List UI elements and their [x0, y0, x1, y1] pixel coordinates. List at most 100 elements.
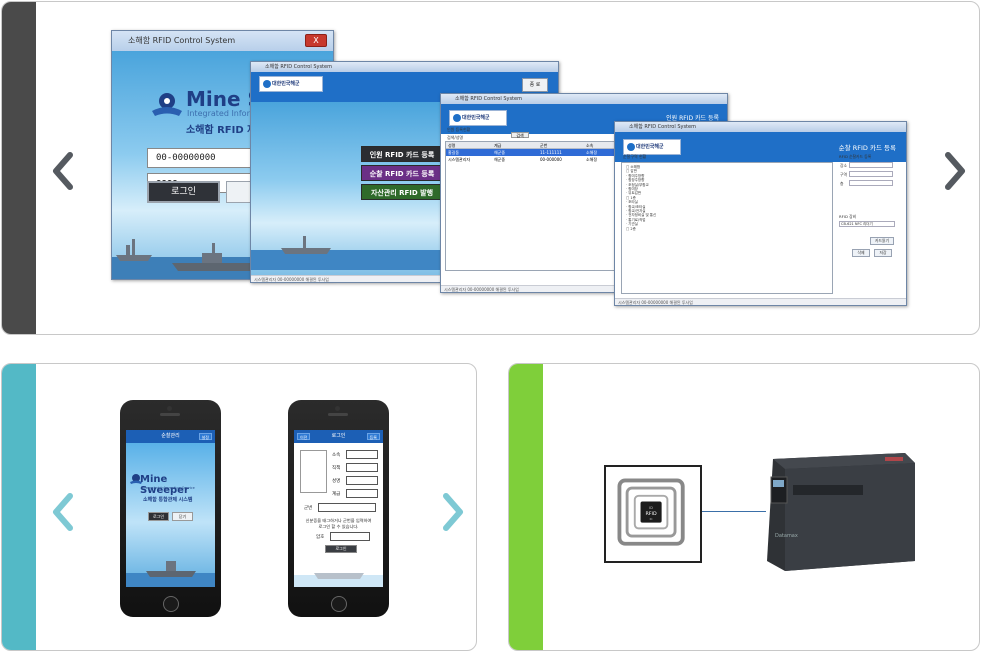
column-header[interactable]: 소속: [586, 143, 594, 148]
chip-top-text: ID: [649, 506, 653, 510]
printer-brand: Datamax: [775, 533, 798, 539]
table-cell: 소해정: [586, 150, 598, 155]
tree-node[interactable]: · 함교/조타실: [626, 204, 646, 209]
id-login-body: 소속 직책 성명 계급 군번 신분증을 태그하거나 군번을 입력하여 로그인 할…: [294, 443, 383, 587]
card-form: RFID 순찰카드 등록 장소 구역 층 RFID 장비 CB-621 NFC …: [837, 154, 903, 294]
window-title: 소해함 RFID Control System: [251, 62, 558, 72]
window-title: 소해함 RFID Control System: [112, 31, 333, 51]
carousel-prev-button[interactable]: [50, 151, 76, 191]
column-header[interactable]: 성명: [448, 143, 456, 148]
close-button[interactable]: X: [305, 34, 327, 47]
tree-node[interactable]: · 뒤트갑판: [626, 191, 642, 196]
rfid-printer-image: Datamax: [767, 453, 915, 571]
page-title: 인원 RFID 카드 등록: [666, 115, 719, 122]
column-header[interactable]: 군번: [540, 143, 548, 148]
login-button[interactable]: 로그인: [148, 512, 169, 521]
login-button[interactable]: 로그인: [147, 181, 220, 203]
navy-logo: 대한민국해군: [623, 139, 681, 155]
home-button[interactable]: [163, 596, 179, 612]
chevron-right-icon: [443, 493, 463, 531]
tree-node[interactable]: · 통기로/작업: [626, 217, 646, 222]
list-caption: 인원 등록현황: [447, 127, 471, 132]
settings-button[interactable]: 설정: [198, 433, 212, 440]
chip-label: RFID: [645, 511, 656, 517]
patrol-window: 소해함 RFID Control System 대한민국해군 순찰 RFID 카…: [614, 121, 907, 306]
tree-node[interactable]: · 조타실: [626, 200, 638, 205]
carousel-next-button[interactable]: [942, 151, 968, 191]
save-button[interactable]: 저장: [874, 249, 892, 257]
photo-placeholder: [300, 450, 327, 493]
brand-subtitle: Integrated Information Service: [141, 486, 195, 490]
brand-title: Mine Sweeper: [140, 474, 189, 496]
id-field[interactable]: 00-00000000: [147, 148, 257, 168]
window-title: 소해함 RFID Control System: [441, 94, 727, 104]
status-bar: 시스템관리자 00-00000000 해결된 투사업: [441, 285, 727, 292]
column-header[interactable]: 계급: [494, 143, 502, 148]
panel-stripe: [509, 364, 543, 650]
name-field[interactable]: [346, 476, 378, 485]
tree-node[interactable]: · 전자정비실 및 통신: [626, 213, 657, 218]
read-card-button[interactable]: 카드읽기: [870, 237, 894, 245]
field-label: 계급: [332, 492, 341, 497]
form-label: 층: [840, 181, 844, 186]
personnel-card-button[interactable]: 인원 RFID 카드 등록: [361, 146, 443, 162]
unit-field[interactable]: [346, 450, 378, 459]
register-button[interactable]: 등록: [366, 433, 380, 440]
reader-select[interactable]: CB-621 NFC 리더기: [839, 221, 895, 227]
phone-screen: 이전 로그인 등록 소속 직책 성명 계급 군번 신분증을 태그하거나 군번을 …: [294, 430, 383, 587]
tree-node[interactable]: · 기관실: [626, 222, 638, 227]
table-cell: 해군중: [494, 157, 506, 162]
position-field[interactable]: [346, 463, 378, 472]
delete-button[interactable]: 삭제: [852, 249, 870, 257]
table-cell: 00-000000: [540, 157, 562, 162]
rfid-tag-image: ID RFID IC: [604, 465, 702, 563]
instruction-line: 신분증을 태그하거나 군번을 입력하여: [305, 518, 372, 523]
system-name: 소해함 통합관제 시스템: [143, 497, 193, 503]
tree-node[interactable]: □ 갑판: [626, 169, 637, 174]
field-label: 암호: [316, 535, 325, 540]
reader-label: RFID 장비: [839, 214, 857, 219]
navy-logo: 대한민국해군: [449, 110, 507, 126]
floor-field[interactable]: [849, 180, 893, 186]
location-field[interactable]: [849, 162, 893, 168]
tree-node[interactable]: · 함미주방향: [626, 173, 645, 178]
tree-node[interactable]: · 조정실/부함교: [626, 182, 649, 187]
asset-rfid-button[interactable]: 자산관리 RFID 발행: [361, 184, 443, 200]
tree-node[interactable]: □ 소해함: [626, 165, 641, 169]
home-button[interactable]: [331, 596, 347, 612]
area-field[interactable]: [849, 171, 893, 177]
service-number-field[interactable]: [318, 503, 376, 512]
login-body: Mine Sweeper Integrated Information Serv…: [126, 443, 215, 587]
mobile-prev-button[interactable]: [50, 492, 76, 532]
close-button[interactable]: 닫기: [172, 512, 193, 521]
tree-node[interactable]: · 함장주방향: [626, 178, 645, 183]
back-button[interactable]: 이전: [297, 433, 311, 440]
login-button[interactable]: 로그인: [325, 545, 357, 553]
table-cell: 홍길동: [448, 150, 460, 155]
app-bar-title: 순찰관리: [161, 433, 180, 439]
rank-field[interactable]: [346, 489, 378, 498]
exit-button[interactable]: 종 료: [522, 78, 548, 92]
password-field[interactable]: [330, 532, 370, 541]
table-cell: 해군중: [494, 150, 506, 155]
form-title: RFID 순찰카드 등록: [839, 154, 872, 159]
status-bar: 시스템관리자 00-00000000 해결된 투사업: [251, 275, 558, 282]
speaker-icon: [328, 413, 348, 416]
ship-illustration: [126, 561, 215, 587]
field-label: 소속: [332, 453, 341, 458]
panel-stripe: [2, 2, 36, 334]
instruction-line: 로그인 할 수 있습니다.: [318, 524, 359, 529]
patrol-card-button[interactable]: 순찰 RFID 카드 등록: [361, 165, 443, 181]
tree-node[interactable]: □ 1층: [626, 195, 636, 200]
tree-node[interactable]: □ 2층: [626, 226, 636, 231]
toolbar-label: 인원 등록현황 검색/성명: [447, 127, 470, 141]
tree-node[interactable]: · 함미장: [626, 187, 638, 192]
brand-subtitle: Integrated Informati: [187, 109, 268, 118]
search-button[interactable]: 검색: [511, 132, 529, 138]
tree-list: □ 소해함 □ 갑판 · 함미주방향 · 함장주방향 · 조정실/부함교 · 함…: [622, 163, 832, 233]
speaker-icon: [160, 413, 180, 416]
phone-id-login: 이전 로그인 등록 소속 직책 성명 계급 군번 신분증을 태그하거나 군번을 …: [288, 400, 389, 617]
tree-node[interactable]: · 함교/전자실: [626, 209, 646, 214]
mobile-next-button[interactable]: [440, 492, 466, 532]
phone-screen: 순찰관리 설정 Mine Sweeper Integrated Informat…: [126, 430, 215, 587]
